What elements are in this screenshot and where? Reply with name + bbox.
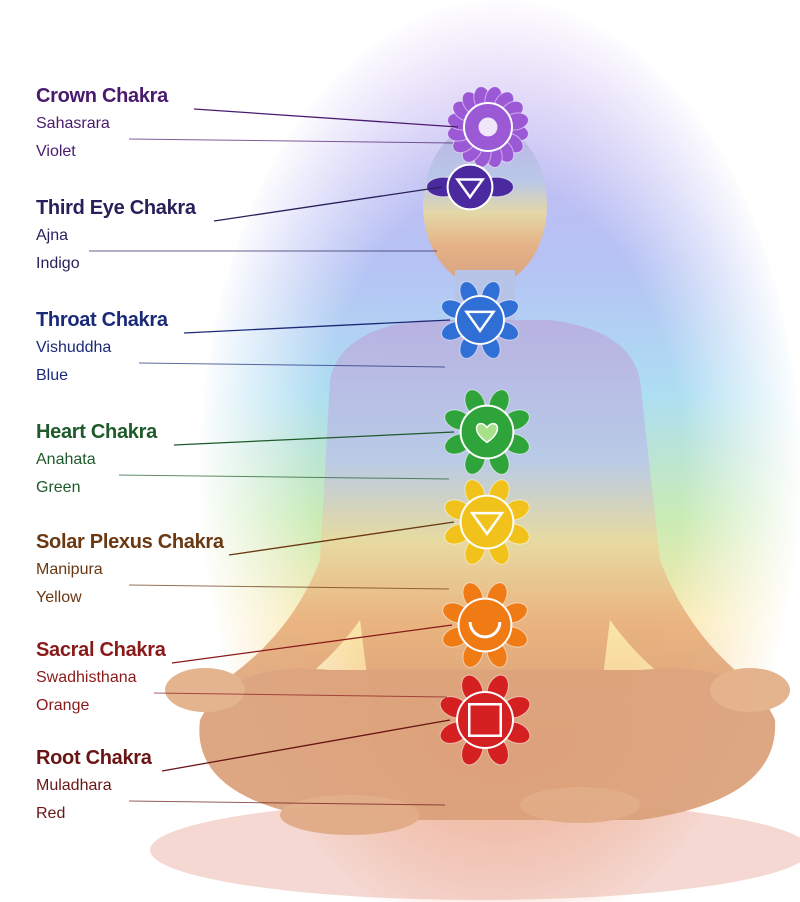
- chakra-title: Solar Plexus Chakra: [36, 531, 224, 553]
- chakra-title: Third Eye Chakra: [36, 197, 196, 219]
- chakra-color-name: Indigo: [36, 255, 80, 272]
- title-leader-line: [183, 319, 451, 334]
- chakra-sanskrit-name: Muladhara: [36, 777, 112, 794]
- chakra-symbol-violet: [447, 86, 529, 168]
- chakra-disc: [456, 691, 514, 749]
- chakra-disc: [459, 494, 515, 550]
- title-leader-line: [228, 521, 455, 556]
- chakra-title: Root Chakra: [36, 747, 152, 769]
- triangle-icon: [469, 511, 505, 537]
- chakra-title: Throat Chakra: [36, 309, 168, 331]
- chakra-color-name: Red: [36, 805, 66, 822]
- sanskrit-leader-line: [118, 474, 450, 480]
- triangle-icon: [454, 178, 486, 200]
- chakra-title: Sacral Chakra: [36, 639, 166, 661]
- chakra-sanskrit-name: Swadhisthana: [36, 669, 137, 686]
- title-leader-line: [173, 431, 455, 446]
- chakra-symbol-yellow: [444, 479, 530, 565]
- title-leader-line: [161, 719, 451, 772]
- sanskrit-leader-line: [153, 692, 448, 698]
- chakra-sanskrit-name: Vishuddha: [36, 339, 112, 356]
- sanskrit-leader-line: [138, 362, 446, 368]
- title-leader-line: [171, 624, 453, 664]
- chakra-color-name: Yellow: [36, 589, 82, 606]
- sanskrit-leader-line: [128, 800, 446, 806]
- sanskrit-leader-line: [128, 584, 450, 590]
- chakra-color-name: Green: [36, 479, 81, 496]
- chakra-color-name: Orange: [36, 697, 90, 714]
- sanskrit-leader-line: [128, 138, 454, 144]
- title-leader-line: [193, 108, 459, 128]
- square-icon: [468, 703, 502, 737]
- chakra-symbol-indigo: [426, 163, 514, 211]
- chakra-symbol-blue: [441, 281, 519, 359]
- chakra-color-name: Violet: [36, 143, 76, 160]
- crescent-icon: [468, 621, 502, 639]
- chakra-symbol-red: [439, 674, 531, 766]
- chakra-symbol-orange: [442, 582, 528, 668]
- chakra-disc: [446, 163, 494, 211]
- chakra-color-name: Blue: [36, 367, 69, 384]
- chakra-symbol-green: [444, 389, 530, 475]
- chakra-sanskrit-name: Ajna: [36, 227, 69, 244]
- heart-icon: [475, 422, 499, 444]
- chakra-title: Heart Chakra: [36, 421, 157, 443]
- chakra-disc: [457, 597, 513, 653]
- triangle-icon: [464, 310, 496, 333]
- chakra-sanskrit-name: Manipura: [36, 561, 103, 578]
- chakra-sanskrit-name: Anahata: [36, 451, 96, 468]
- title-leader-line: [213, 186, 443, 222]
- chakra-title: Crown Chakra: [36, 85, 168, 107]
- lotus-center-icon: [478, 117, 498, 137]
- chakra-sanskrit-name: Sahasrara: [36, 115, 110, 132]
- chakra-disc: [455, 295, 505, 345]
